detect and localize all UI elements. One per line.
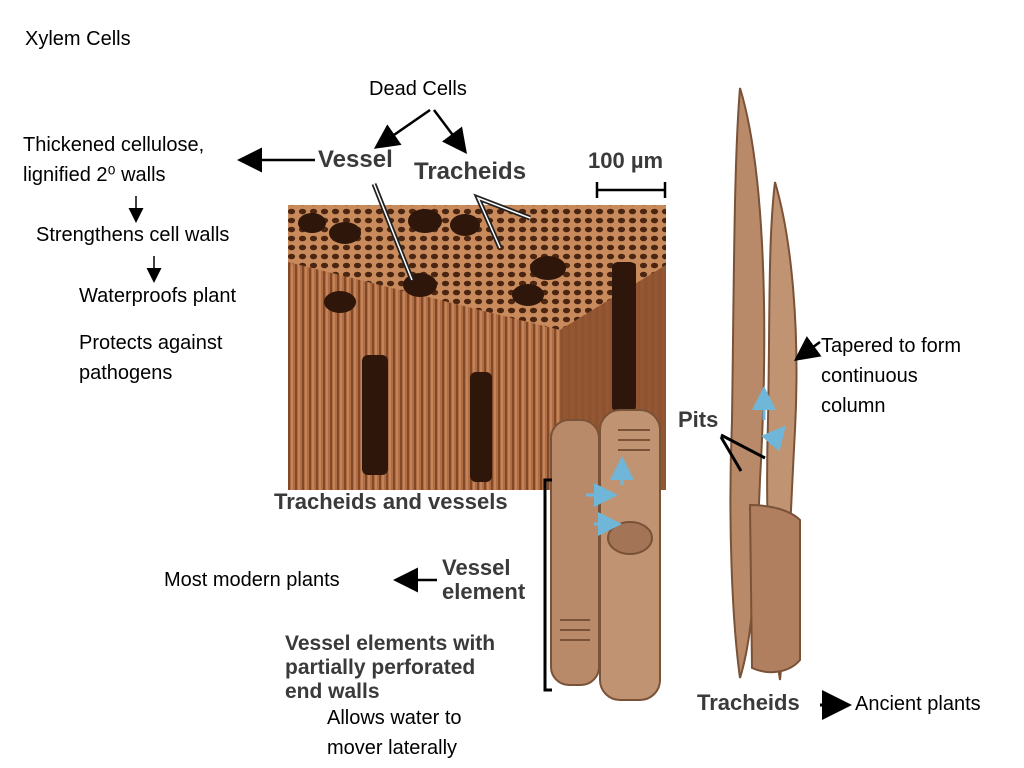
vessel-elements-caption: Vessel elements with partially perforate… — [285, 632, 496, 703]
vessel-element-drawing — [550, 409, 661, 701]
allows-water-label: Allows water to mover laterally — [327, 707, 462, 759]
tracheid-drawing — [729, 87, 801, 681]
strengthens-label: Strengthens cell walls — [36, 224, 230, 246]
tapered-label: Tapered to form continuous column — [821, 335, 962, 417]
ancient-plants-label: Ancient plants — [855, 693, 981, 715]
tracheids-and-vessels-caption: Tracheids and vessels — [274, 489, 508, 514]
vessel-element-label: Vessel element — [442, 555, 526, 604]
pointer-lines — [128, 108, 852, 720]
wood-micrograph — [288, 205, 666, 490]
scale-bar-label: 100 µm — [588, 148, 664, 173]
vessel-label: Vessel — [318, 146, 393, 173]
slide-title: Xylem Cells — [25, 28, 131, 50]
protects-label: Protects against pathogens — [79, 332, 223, 384]
tracheids-bottom-label: Tracheids — [697, 690, 800, 715]
tracheids-top-label: Tracheids — [414, 158, 527, 185]
walls-label: Thickened cellulose, lignified 2⁰ walls — [23, 134, 205, 186]
waterproofs-label: Waterproofs plant — [79, 285, 237, 307]
pits-label: Pits — [678, 407, 719, 432]
dead-cells-label: Dead Cells — [369, 78, 467, 100]
most-modern-plants-label: Most modern plants — [164, 569, 340, 591]
